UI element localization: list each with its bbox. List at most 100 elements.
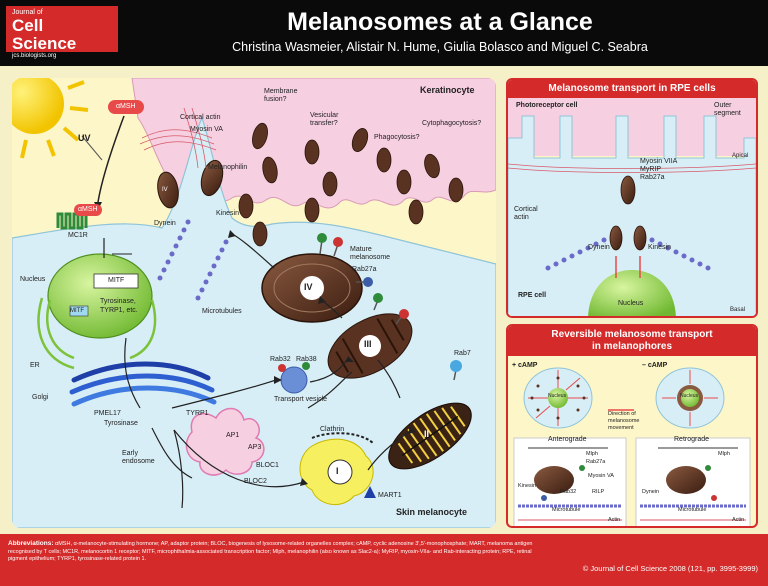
- plus-camp-label: + cAMP: [512, 362, 538, 369]
- retrograde-detail: [640, 447, 746, 521]
- rpe-apical-label: Apical: [732, 153, 749, 159]
- rpe-rab27a-label: Rab27a: [640, 174, 665, 181]
- logo-line3: jcs.biologists.org: [12, 53, 57, 59]
- keratinocyte-melanosomes: [238, 122, 464, 247]
- anterograde-label: Anterograde: [548, 436, 587, 443]
- mlph-right-label: Mlph: [718, 451, 730, 457]
- rpe-dynein-label: Dynein: [588, 244, 610, 251]
- rab-lollipops: [317, 233, 462, 381]
- mitf-bottom-label: MITF: [70, 308, 84, 314]
- early-endosome: [185, 407, 265, 476]
- uv-label: UV: [78, 133, 91, 143]
- skin-melanocyte-label: Skin melanocyte: [396, 507, 468, 517]
- rpe-myosin-viia-label: Myosin VIIA: [640, 158, 678, 165]
- tyrosinase-genes-label: Tyrosinase,: [100, 298, 136, 305]
- melanophore-panel-heading: Reversible melanosome transport in melan…: [508, 326, 756, 356]
- nucleus: [47, 253, 153, 339]
- keratinocyte-label: Keratinocyte: [420, 85, 475, 95]
- bloc1-label: BLOC1: [256, 462, 279, 469]
- direction-label-2: melanosome: [608, 418, 640, 424]
- mel-myosin-va-label: Myosin VA: [588, 473, 614, 479]
- direction-label-3: movement: [608, 425, 634, 431]
- melanosome-stage-iii: [327, 313, 413, 379]
- pmel17-label: PMEL17: [94, 410, 121, 417]
- stage-i-label: I: [336, 466, 339, 476]
- stage-ii-label: II: [424, 429, 430, 439]
- copyright: © Journal of Cell Science 2008 (121, pp.…: [582, 564, 758, 573]
- rpe-cell-label: RPE cell: [518, 292, 547, 299]
- bloc2-label: BLOC2: [244, 478, 267, 485]
- header-bar: Journal of Cell Science jcs.biologists.o…: [0, 0, 768, 66]
- sun-icon: [12, 78, 89, 159]
- vesicular-transfer-label-1: Vesicular: [310, 112, 339, 119]
- melanophilin-label: Melanophilin: [208, 164, 248, 171]
- abbreviations: Abbreviations: αMSH, α-melanocyte-stimul…: [8, 540, 548, 564]
- rpe-basal-label: Basal: [730, 307, 746, 313]
- poster-title: Melanosomes at a Glance: [287, 8, 593, 36]
- clathrin-label: Clathrin: [320, 426, 345, 433]
- rab7-label: Rab7: [454, 350, 471, 357]
- rpe-microtubules: [545, 237, 711, 271]
- membrane-fusion-label-2: fusion?: [264, 96, 287, 103]
- direction-label-1: Direction of: [608, 411, 636, 417]
- ap1-label: AP1: [226, 432, 240, 439]
- mature-melanosome-label-2: melanosome: [350, 254, 391, 261]
- rpe-cortical-actin: [508, 163, 756, 173]
- stage-iv-small-label: IV: [162, 187, 168, 193]
- rpe-arrows: [615, 256, 641, 278]
- dynein-label: Dynein: [154, 220, 176, 227]
- mel-rilp-label: RILP: [592, 489, 605, 495]
- actin-left-label: Actin: [608, 517, 621, 523]
- rab38-label: Rab38: [296, 356, 317, 363]
- anterograde-detail: [518, 447, 622, 521]
- golgi: [69, 361, 217, 407]
- rab32-label: Rab32: [270, 356, 291, 363]
- poster-authors: Christina Wasmeier, Alistair N. Hume, Gi…: [232, 40, 648, 54]
- journal-logo: Journal of Cell Science jcs.biologists.o…: [6, 6, 118, 59]
- retrograde-label: Retrograde: [674, 436, 710, 443]
- melanocyte-cell: [12, 116, 496, 528]
- logo-line1: Journal of: [12, 9, 43, 16]
- microtubules-label: Microtubules: [202, 308, 242, 315]
- mel-rab32-label: Rab32: [560, 489, 577, 495]
- er-membrane: [37, 297, 157, 370]
- mlph-label: Mlph: [586, 451, 598, 457]
- transport-vesicle: [280, 366, 308, 394]
- ap3-label: AP3: [248, 444, 262, 451]
- early-endosome-label-2: endosome: [122, 458, 155, 465]
- tyrp1-label: TYRP1: [186, 410, 209, 417]
- stage-iii-label: III: [364, 339, 372, 349]
- golgi-label: Golgi: [32, 394, 49, 401]
- amsh-receptor-label: αMSH: [78, 206, 98, 213]
- melanophore-panel: Reversible melanosome transport in melan…: [506, 324, 758, 528]
- amsh-top-label: αMSH: [116, 103, 136, 110]
- vesicular-transfer-label-2: transfer?: [310, 120, 338, 127]
- mc1r-receptor: [56, 212, 88, 230]
- rpe-cell: [508, 115, 756, 316]
- cortical-actin: [139, 107, 217, 169]
- dispersed-melanophore: [523, 367, 593, 429]
- myosin-va-label: Myosin VA: [190, 126, 223, 133]
- abbreviations-title: Abbreviations:: [8, 540, 54, 547]
- cytophagocytosis-label: Cytophagocytosis?: [422, 120, 482, 127]
- phagocytosis-label: Phagocytosis?: [374, 134, 420, 141]
- microtubules: [157, 219, 229, 301]
- aggregated-melanophore: [655, 367, 725, 429]
- melanocyte-diagram: [12, 78, 496, 528]
- rab27a-label: Rab27a: [352, 266, 377, 273]
- rpe-kinesin-label: Kinesin: [648, 244, 671, 251]
- nucleus-label: Nucleus: [20, 276, 46, 283]
- melanosome-stage-iv: [261, 253, 363, 323]
- rpe-outer-segment-label-2: segment: [714, 110, 741, 117]
- amsh-top-capsule: [108, 100, 144, 114]
- microtubule-right-label: Microtubule: [678, 507, 707, 513]
- microtubule-left-label: Microtubule: [552, 507, 581, 513]
- melanosome-stage-i: [299, 432, 375, 505]
- rpe-nucleus: [588, 270, 676, 316]
- main-diagram-panel: Keratinocyte Skin melanocyte UV αMSH αMS…: [12, 78, 496, 528]
- rpe-panel: Melanosome transport in RPE cells: [506, 78, 758, 318]
- melanophore-heading-2: in melanophores: [591, 341, 672, 352]
- abbreviations-text: αMSH, α-melanocyte-stimulating hormone; …: [8, 541, 533, 562]
- dendrite-melanosomes: [157, 159, 224, 209]
